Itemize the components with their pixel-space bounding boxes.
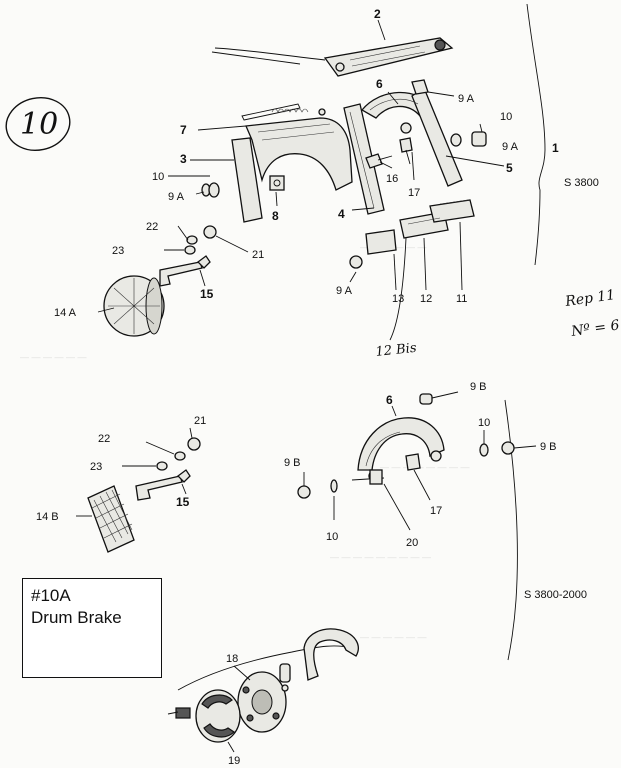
note-12-bis: 12 Bis	[375, 341, 418, 360]
page-number: 10	[20, 107, 58, 142]
part-9a-10-washers-left	[201, 182, 220, 198]
callout-1: 1	[552, 141, 559, 155]
callout-23-bottom: 23	[90, 461, 102, 473]
callout-17-bottom: 17	[430, 505, 442, 517]
margin-note-line1: Rep 11	[563, 287, 616, 310]
part-17-pin-bottom	[405, 453, 421, 471]
part-17-pin	[399, 137, 413, 165]
callout-16: 16	[386, 173, 398, 185]
page-number-circle: 10	[5, 97, 71, 151]
part-8-nut	[269, 175, 285, 191]
part-18-drum-brake-assembly	[177, 628, 359, 733]
callout-7: 7	[180, 123, 187, 137]
callout-15-bottom: 15	[176, 495, 190, 509]
callout-21-bottom: 21	[194, 415, 206, 427]
callout-9a-right: 9 A	[502, 141, 519, 153]
callout-23-top: 23	[112, 245, 124, 257]
callout-9b-right: 9 B	[540, 441, 557, 453]
callout-14a: 14 A	[54, 307, 77, 319]
part-15-bracket-top	[159, 255, 211, 287]
svg-text:— — — — — — — —: — — — — — — — —	[380, 462, 470, 472]
part-7-spring	[241, 103, 326, 121]
part-11-12-13-cable-stops	[365, 199, 475, 255]
part-6-brake-shoe-top	[361, 87, 463, 187]
part-14a-round-reflector	[103, 275, 165, 337]
margin-note-line2: Nº = 6	[569, 317, 620, 340]
callout-9b-top: 9 B	[470, 381, 487, 393]
callout-14b: 14 B	[36, 511, 59, 523]
callout-22-bottom: 22	[98, 433, 110, 445]
leader-lines-middle	[76, 391, 537, 531]
callout-18: 18	[226, 653, 238, 665]
callout-22-top: 22	[146, 221, 158, 233]
figure-caption-box: #10A Drum Brake	[22, 578, 162, 678]
callout-10-top-right: 10	[500, 111, 512, 123]
callout-6-bottom: 6	[386, 393, 393, 407]
part-21-22-23-washers-top	[184, 225, 217, 255]
svg-text:— — — — — —: — — — — — —	[360, 632, 427, 642]
part-9a-nut-top-right	[411, 79, 429, 95]
callout-15-top: 15	[200, 287, 214, 301]
callout-2: 2	[374, 7, 381, 21]
part-16-bolt	[365, 153, 393, 169]
callout-20: 20	[406, 537, 418, 549]
callout-9a-top-right: 9 A	[458, 93, 475, 105]
part-19-brake-shoes	[167, 689, 241, 743]
callout-4: 4	[338, 207, 345, 221]
callout-10-middle-right: 10	[478, 417, 490, 429]
part-9a-nut-lower	[349, 255, 363, 269]
callout-13: 13	[392, 293, 404, 305]
callout-21-top: 21	[252, 249, 264, 261]
callout-12: 12	[420, 293, 432, 305]
leader-lines-top	[97, 91, 505, 341]
callout-8: 8	[272, 209, 279, 223]
part-14b-rectangular-reflector	[87, 485, 135, 553]
model-label-bottom: S 3800-2000	[524, 589, 587, 601]
part-3-backing-plate-left	[231, 117, 353, 223]
callout-3: 3	[180, 152, 187, 166]
svg-text:— — — — — —: — — — — — —	[20, 352, 87, 362]
callout-11: 11	[456, 293, 467, 305]
callout-9a-lower: 9 A	[336, 285, 353, 297]
part-20-anchor-pin	[351, 469, 385, 485]
caption-figure-number: #10A	[31, 586, 71, 605]
callout-17-top: 17	[408, 187, 420, 199]
part-9b-10-washers-middle	[297, 393, 515, 499]
part-2-cable-lever	[211, 37, 454, 77]
callout-10-left: 10	[152, 171, 164, 183]
lower-bracket-line	[504, 399, 518, 661]
callout-9b-left: 9 B	[284, 457, 301, 469]
callout-10-middle-left: 10	[326, 531, 338, 543]
callout-9a-left: 9 A	[168, 191, 185, 203]
caption-title: Drum Brake	[31, 608, 122, 627]
part-15-bracket-bottom	[135, 469, 191, 501]
model-label-top: S 3800	[564, 177, 599, 189]
part-4-backing-plate-right	[343, 103, 385, 215]
callout-5: 5	[506, 161, 513, 175]
section-bracket-line	[526, 3, 546, 266]
callout-19: 19	[228, 755, 240, 767]
part-21-22-23-washers-bottom	[156, 437, 201, 471]
part-10-washer-top-right	[450, 131, 487, 147]
svg-text:— — — — — — — — —: — — — — — — — — —	[330, 552, 431, 562]
callout-6-top: 6	[376, 77, 383, 91]
